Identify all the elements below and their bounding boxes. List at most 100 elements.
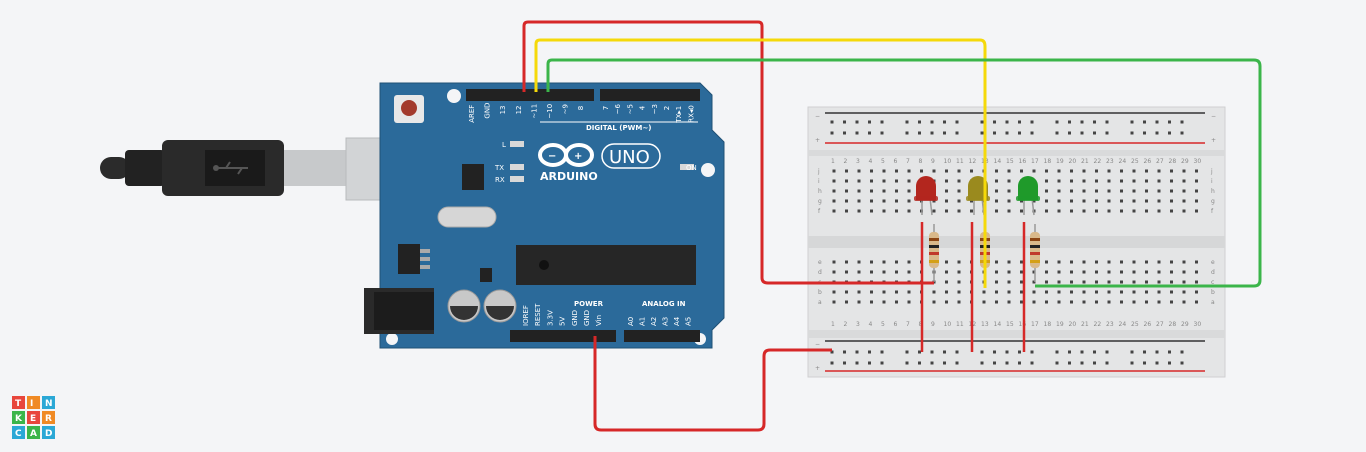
breadboard-hole[interactable]	[1095, 270, 1098, 274]
breadboard-hole[interactable]	[1045, 209, 1048, 213]
breadboard-hole[interactable]	[1107, 209, 1111, 213]
breadboard-hole[interactable]	[845, 300, 848, 304]
breadboard-hole[interactable]	[1132, 199, 1136, 203]
breadboard-hole[interactable]	[1182, 290, 1186, 294]
breadboard-hole[interactable]	[907, 270, 911, 274]
breadboard-hole[interactable]	[1107, 270, 1111, 274]
breadboard-hole[interactable]	[1170, 179, 1173, 183]
breadboard-hole[interactable]	[857, 169, 861, 173]
breadboard-hole[interactable]	[1045, 169, 1048, 173]
breadboard-hole[interactable]	[1032, 300, 1036, 304]
rail-hole[interactable]	[1155, 131, 1159, 135]
breadboard-hole[interactable]	[1170, 300, 1173, 304]
rail-hole[interactable]	[843, 361, 846, 365]
breadboard-hole[interactable]	[957, 209, 961, 213]
led-3[interactable]	[1016, 176, 1040, 216]
breadboard-hole[interactable]	[1107, 179, 1111, 183]
rail-hole[interactable]	[1068, 131, 1071, 135]
breadboard-hole[interactable]	[907, 300, 911, 304]
breadboard-hole[interactable]	[1132, 169, 1136, 173]
breadboard-hole[interactable]	[1057, 260, 1061, 264]
breadboard-hole[interactable]	[1007, 179, 1011, 183]
breadboard-hole[interactable]	[1195, 290, 1198, 294]
rail-hole[interactable]	[1093, 361, 1096, 365]
rail-hole[interactable]	[1055, 350, 1059, 354]
breadboard-hole[interactable]	[957, 290, 961, 294]
breadboard-hole[interactable]	[1057, 270, 1061, 274]
breadboard-hole[interactable]	[895, 270, 898, 274]
rail-hole[interactable]	[1068, 120, 1071, 124]
rail-hole[interactable]	[1005, 361, 1009, 365]
breadboard-hole[interactable]	[832, 260, 836, 264]
breadboard-hole[interactable]	[1032, 270, 1036, 274]
breadboard-hole[interactable]	[1007, 209, 1011, 213]
analog-header[interactable]	[624, 330, 700, 342]
rail-hole[interactable]	[905, 131, 909, 135]
rail-hole[interactable]	[993, 131, 996, 135]
breadboard-hole[interactable]	[1107, 260, 1111, 264]
breadboard-hole[interactable]	[1120, 169, 1123, 173]
rail-hole[interactable]	[980, 120, 984, 124]
breadboard-hole[interactable]	[1132, 189, 1136, 193]
reset-button[interactable]	[394, 95, 424, 123]
rail-hole[interactable]	[868, 361, 871, 365]
breadboard-hole[interactable]	[857, 290, 861, 294]
breadboard-hole[interactable]	[907, 169, 911, 173]
rail-hole[interactable]	[1168, 120, 1171, 124]
breadboard-hole[interactable]	[1095, 300, 1098, 304]
digital-header[interactable]	[466, 89, 700, 101]
rail-hole[interactable]	[1005, 131, 1009, 135]
rail-hole[interactable]	[930, 120, 934, 124]
breadboard-hole[interactable]	[995, 270, 998, 274]
breadboard-hole[interactable]	[1182, 300, 1186, 304]
breadboard-hole[interactable]	[1120, 179, 1123, 183]
breadboard-hole[interactable]	[945, 209, 948, 213]
rail-hole[interactable]	[1068, 361, 1071, 365]
leds[interactable]	[914, 176, 1040, 216]
breadboard-hole[interactable]	[1182, 209, 1186, 213]
rail-hole[interactable]	[943, 120, 946, 124]
breadboard-hole[interactable]	[1095, 209, 1098, 213]
breadboard-hole[interactable]	[845, 189, 848, 193]
breadboard-hole[interactable]	[1182, 280, 1186, 284]
rail-hole[interactable]	[830, 350, 834, 354]
breadboard-hole[interactable]	[1120, 199, 1123, 203]
breadboard-hole[interactable]	[1170, 280, 1173, 284]
breadboard-hole[interactable]	[932, 169, 936, 173]
rail-hole[interactable]	[943, 361, 946, 365]
breadboard-hole[interactable]	[1145, 260, 1148, 264]
breadboard-hole[interactable]	[870, 209, 873, 213]
rail-hole[interactable]	[1155, 120, 1159, 124]
rail-hole[interactable]	[1080, 120, 1084, 124]
rail-hole[interactable]	[1155, 350, 1159, 354]
breadboard-hole[interactable]	[945, 189, 948, 193]
breadboard-hole[interactable]	[957, 189, 961, 193]
rail-hole[interactable]	[1130, 350, 1134, 354]
breadboard-hole[interactable]	[1182, 260, 1186, 264]
breadboard-hole[interactable]	[1107, 169, 1111, 173]
breadboard-hole[interactable]	[970, 169, 973, 173]
breadboard-hole[interactable]	[1045, 290, 1048, 294]
breadboard-hole[interactable]	[932, 209, 936, 213]
breadboard-hole[interactable]	[945, 260, 948, 264]
breadboard-hole[interactable]	[1120, 280, 1123, 284]
breadboard-hole[interactable]	[845, 169, 848, 173]
breadboard-hole[interactable]	[1032, 290, 1036, 294]
breadboard-hole[interactable]	[832, 209, 836, 213]
rail-hole[interactable]	[843, 120, 846, 124]
breadboard-hole[interactable]	[1107, 290, 1111, 294]
breadboard-hole[interactable]	[1007, 290, 1011, 294]
breadboard-hole[interactable]	[832, 300, 836, 304]
breadboard-hole[interactable]	[857, 300, 861, 304]
rail-hole[interactable]	[830, 131, 834, 135]
breadboard-hole[interactable]	[1157, 290, 1161, 294]
rail-hole[interactable]	[943, 131, 946, 135]
usb-cable[interactable]	[100, 137, 429, 201]
breadboard-hole[interactable]	[882, 209, 886, 213]
breadboard-hole[interactable]	[995, 300, 998, 304]
breadboard-hole[interactable]	[870, 270, 873, 274]
breadboard-hole[interactable]	[882, 290, 886, 294]
rail-hole[interactable]	[1018, 120, 1021, 124]
rail-hole[interactable]	[855, 350, 859, 354]
breadboard-hole[interactable]	[957, 260, 961, 264]
